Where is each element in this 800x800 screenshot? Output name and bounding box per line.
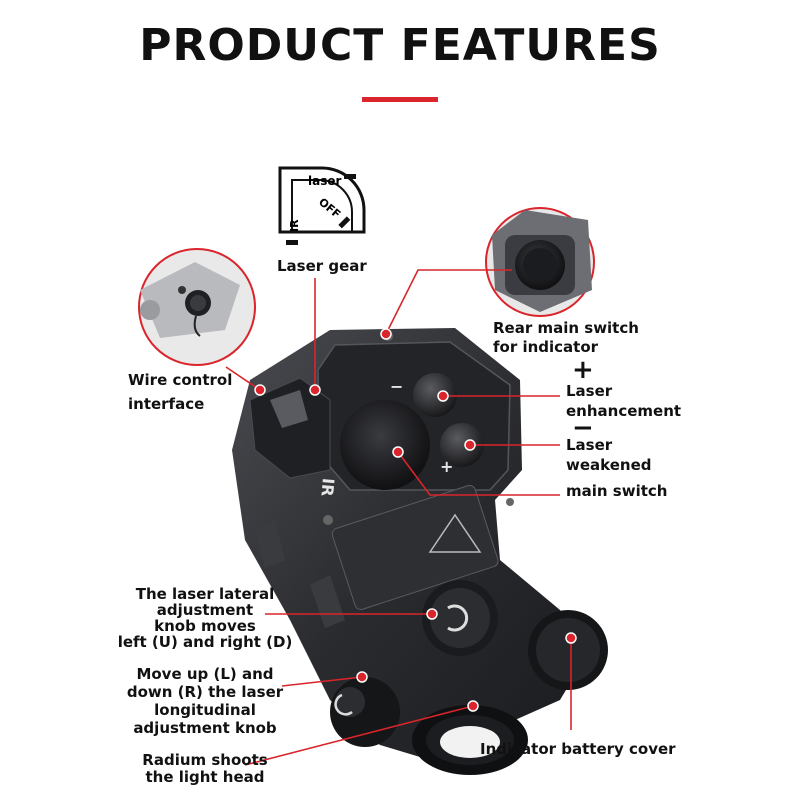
device-ir-mark: IR [317, 477, 338, 497]
laser-gear-inset: laser OFF IR [278, 166, 366, 245]
main-switch-label: main switch [566, 482, 668, 500]
lateral-knob-label-line4: left (U) and right (D) [117, 633, 293, 651]
page-title: PRODUCT FEATURES [139, 20, 661, 71]
weakened-label-line2: weakened [566, 456, 652, 474]
longitudinal-knob-label-line1: Move up (L) and [136, 665, 274, 683]
enhancement-label-line1: Laser [566, 382, 613, 400]
wire-control-label-line1: Wire control [128, 371, 233, 389]
device-minus-mark: − [390, 377, 403, 396]
title-underline [362, 97, 438, 102]
wire-control-label-line2: interface [128, 395, 205, 413]
rear-switch-inset [485, 207, 595, 317]
lateral-knob-label-line1: The laser lateral [135, 585, 275, 603]
laser-device: IR + − [232, 328, 608, 775]
wire-control-inset [138, 248, 256, 366]
callout-lines [225, 269, 572, 766]
gear-label-ir: IR [288, 219, 301, 232]
longitudinal-knob-label-line3: longitudinal [154, 701, 256, 719]
lateral-knob-label-line2: adjustment [156, 601, 254, 619]
rear-switch-label-line2: for indicator [493, 338, 599, 356]
lateral-knob-label-line3: knob moves [154, 617, 256, 635]
plus-icon: + [572, 355, 594, 385]
longitudinal-knob-label-line2: down (R) the laser [126, 683, 284, 701]
light-head-label-line2: the light head [145, 768, 265, 786]
gear-label-laser: laser [308, 174, 341, 188]
weakened-label-line1: Laser [566, 436, 613, 454]
minus-icon: − [572, 413, 594, 443]
longitudinal-knob-label-line4: adjustment knob [133, 719, 277, 737]
enhancement-label-line2: enhancement [566, 402, 682, 420]
light-head-label-line1: Radium shoots [142, 751, 268, 769]
battery-cover-label: Indicator battery cover [480, 740, 676, 758]
callout-markers [254, 328, 577, 712]
laser-gear-label: Laser gear [277, 257, 367, 275]
rear-switch-label-line1: Rear main switch [493, 319, 639, 337]
device-plus-mark: + [440, 457, 453, 476]
